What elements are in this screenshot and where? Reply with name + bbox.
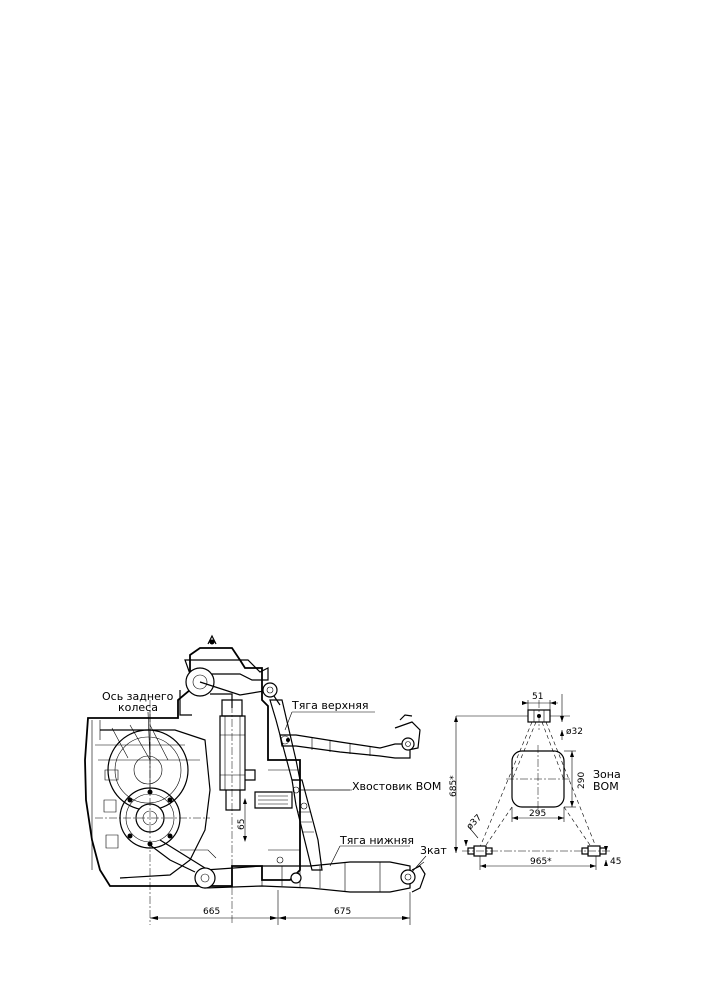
- label-upper-link: Тяга верхняя: [291, 699, 369, 712]
- dim-685: 685*: [449, 775, 459, 797]
- rear-view-scheme: 51 ø32 685* 290 Зона ВОМ 295: [449, 692, 621, 870]
- rear-wheel-hub-outer: [107, 729, 189, 811]
- dim-295: 295: [529, 809, 546, 819]
- housing-outline: [84, 647, 301, 887]
- dim-51: 51: [532, 692, 543, 702]
- label-pto-shaft: Хвостовик ВОМ: [352, 780, 441, 793]
- dim-top-pin-diameter: ø32: [566, 727, 583, 737]
- label-category: 3кат: [420, 844, 447, 857]
- upper-link-body: [279, 734, 411, 759]
- dim-65: 65: [237, 819, 247, 830]
- tractor-side-view: 665 675 65 Ось заднего колеса Тяга верхн…: [84, 634, 447, 925]
- label-rear-wheel-axis-line2: колеса: [118, 701, 158, 714]
- pto-guard: [254, 791, 293, 809]
- dim-675: 675: [334, 907, 351, 917]
- label-pto-zone-line2: ВОМ: [593, 780, 619, 793]
- dim-lower-pin-diameter: ø37: [465, 813, 484, 832]
- dim-965: 965*: [530, 857, 552, 867]
- label-lower-link: Тяга нижняя: [339, 834, 414, 847]
- lift-cylinder: [219, 715, 246, 791]
- dim-45: 45: [610, 857, 621, 867]
- label-rear-wheel-axis-line1: Ось заднего: [102, 690, 174, 703]
- dim-290: 290: [577, 772, 587, 789]
- label-pto-zone-line1: Зона: [593, 768, 621, 781]
- dim-665: 665: [203, 907, 220, 917]
